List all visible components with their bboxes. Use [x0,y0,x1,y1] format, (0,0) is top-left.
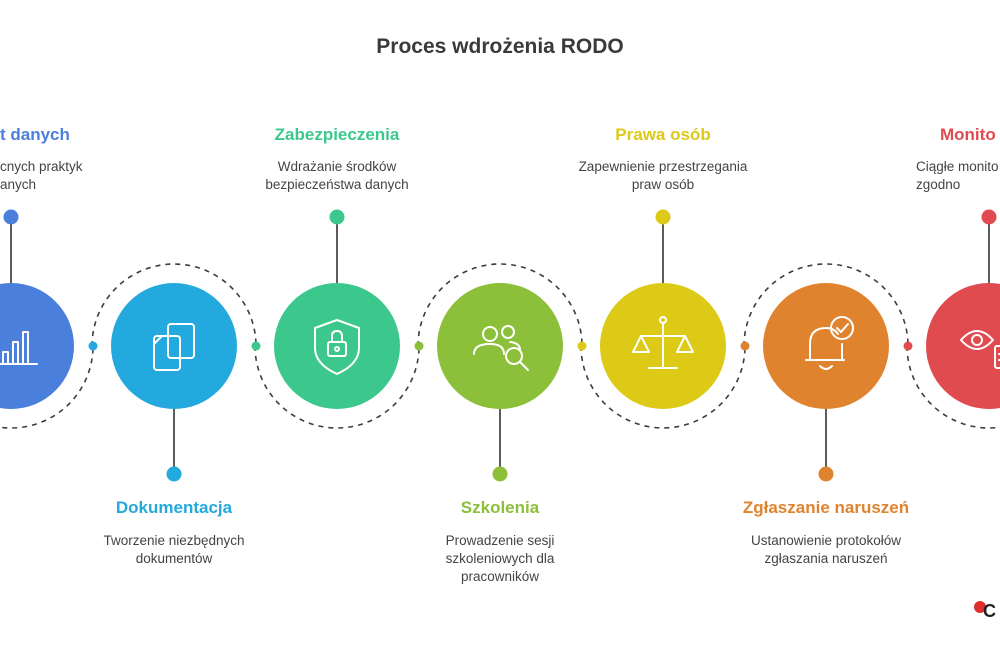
step-marker-dot [329,209,345,225]
step-description: Tworzenie niezbędnych dokumentów [103,533,245,566]
logo-text: C [983,601,996,621]
users-search-icon [473,325,529,371]
shield-lock-icon [314,319,360,375]
junction-dot [903,341,913,351]
step-marker-dot [981,209,997,225]
step-label: Prawa osób [615,125,711,144]
step-circle [111,283,237,409]
step-description: Ustanowienie protokołów zgłaszania narus… [750,533,902,566]
junction-dot [577,341,587,351]
step-marker-dot [3,209,19,225]
step-circle [0,283,74,409]
eye-document-icon [960,330,1000,369]
step-label: Zgłaszanie naruszeń [742,498,910,517]
step-label: Szkolenia [460,498,540,517]
step-description: cnych praktyk anych [0,159,83,192]
step-description: Zapewnienie przestrzegania praw osób [578,159,748,192]
step-circle [926,283,1000,409]
step-label: Zabezpieczenia [274,125,400,144]
junction-dot [740,341,750,351]
step-marker-dot [492,466,508,482]
junction-dot [414,341,424,351]
junction-dot [88,341,98,351]
step-description: Prowadzenie sesji szkoleniowych dla prac… [445,533,555,584]
bell-check-icon [805,316,854,370]
step-label: t danych [0,125,70,144]
bar-chart-icon [0,331,38,365]
page-title: Proces wdrożenia RODO [376,35,624,58]
step-label: Monito [940,125,996,144]
logo-dot-icon [974,601,986,613]
step-marker-dot [166,466,182,482]
step-description: Wdrażanie środków bezpieczeństwa danych [265,159,409,192]
step-label: Dokumentacja [115,498,233,517]
brand-logo: C [974,600,1000,624]
step-marker-dot [818,466,834,482]
documents-icon [153,323,195,371]
scales-icon [632,316,694,369]
step-marker-dot [655,209,671,225]
junction-dot [251,341,261,351]
step-circle [763,283,889,409]
step-description: Ciągłe monito zgodno [916,159,999,192]
